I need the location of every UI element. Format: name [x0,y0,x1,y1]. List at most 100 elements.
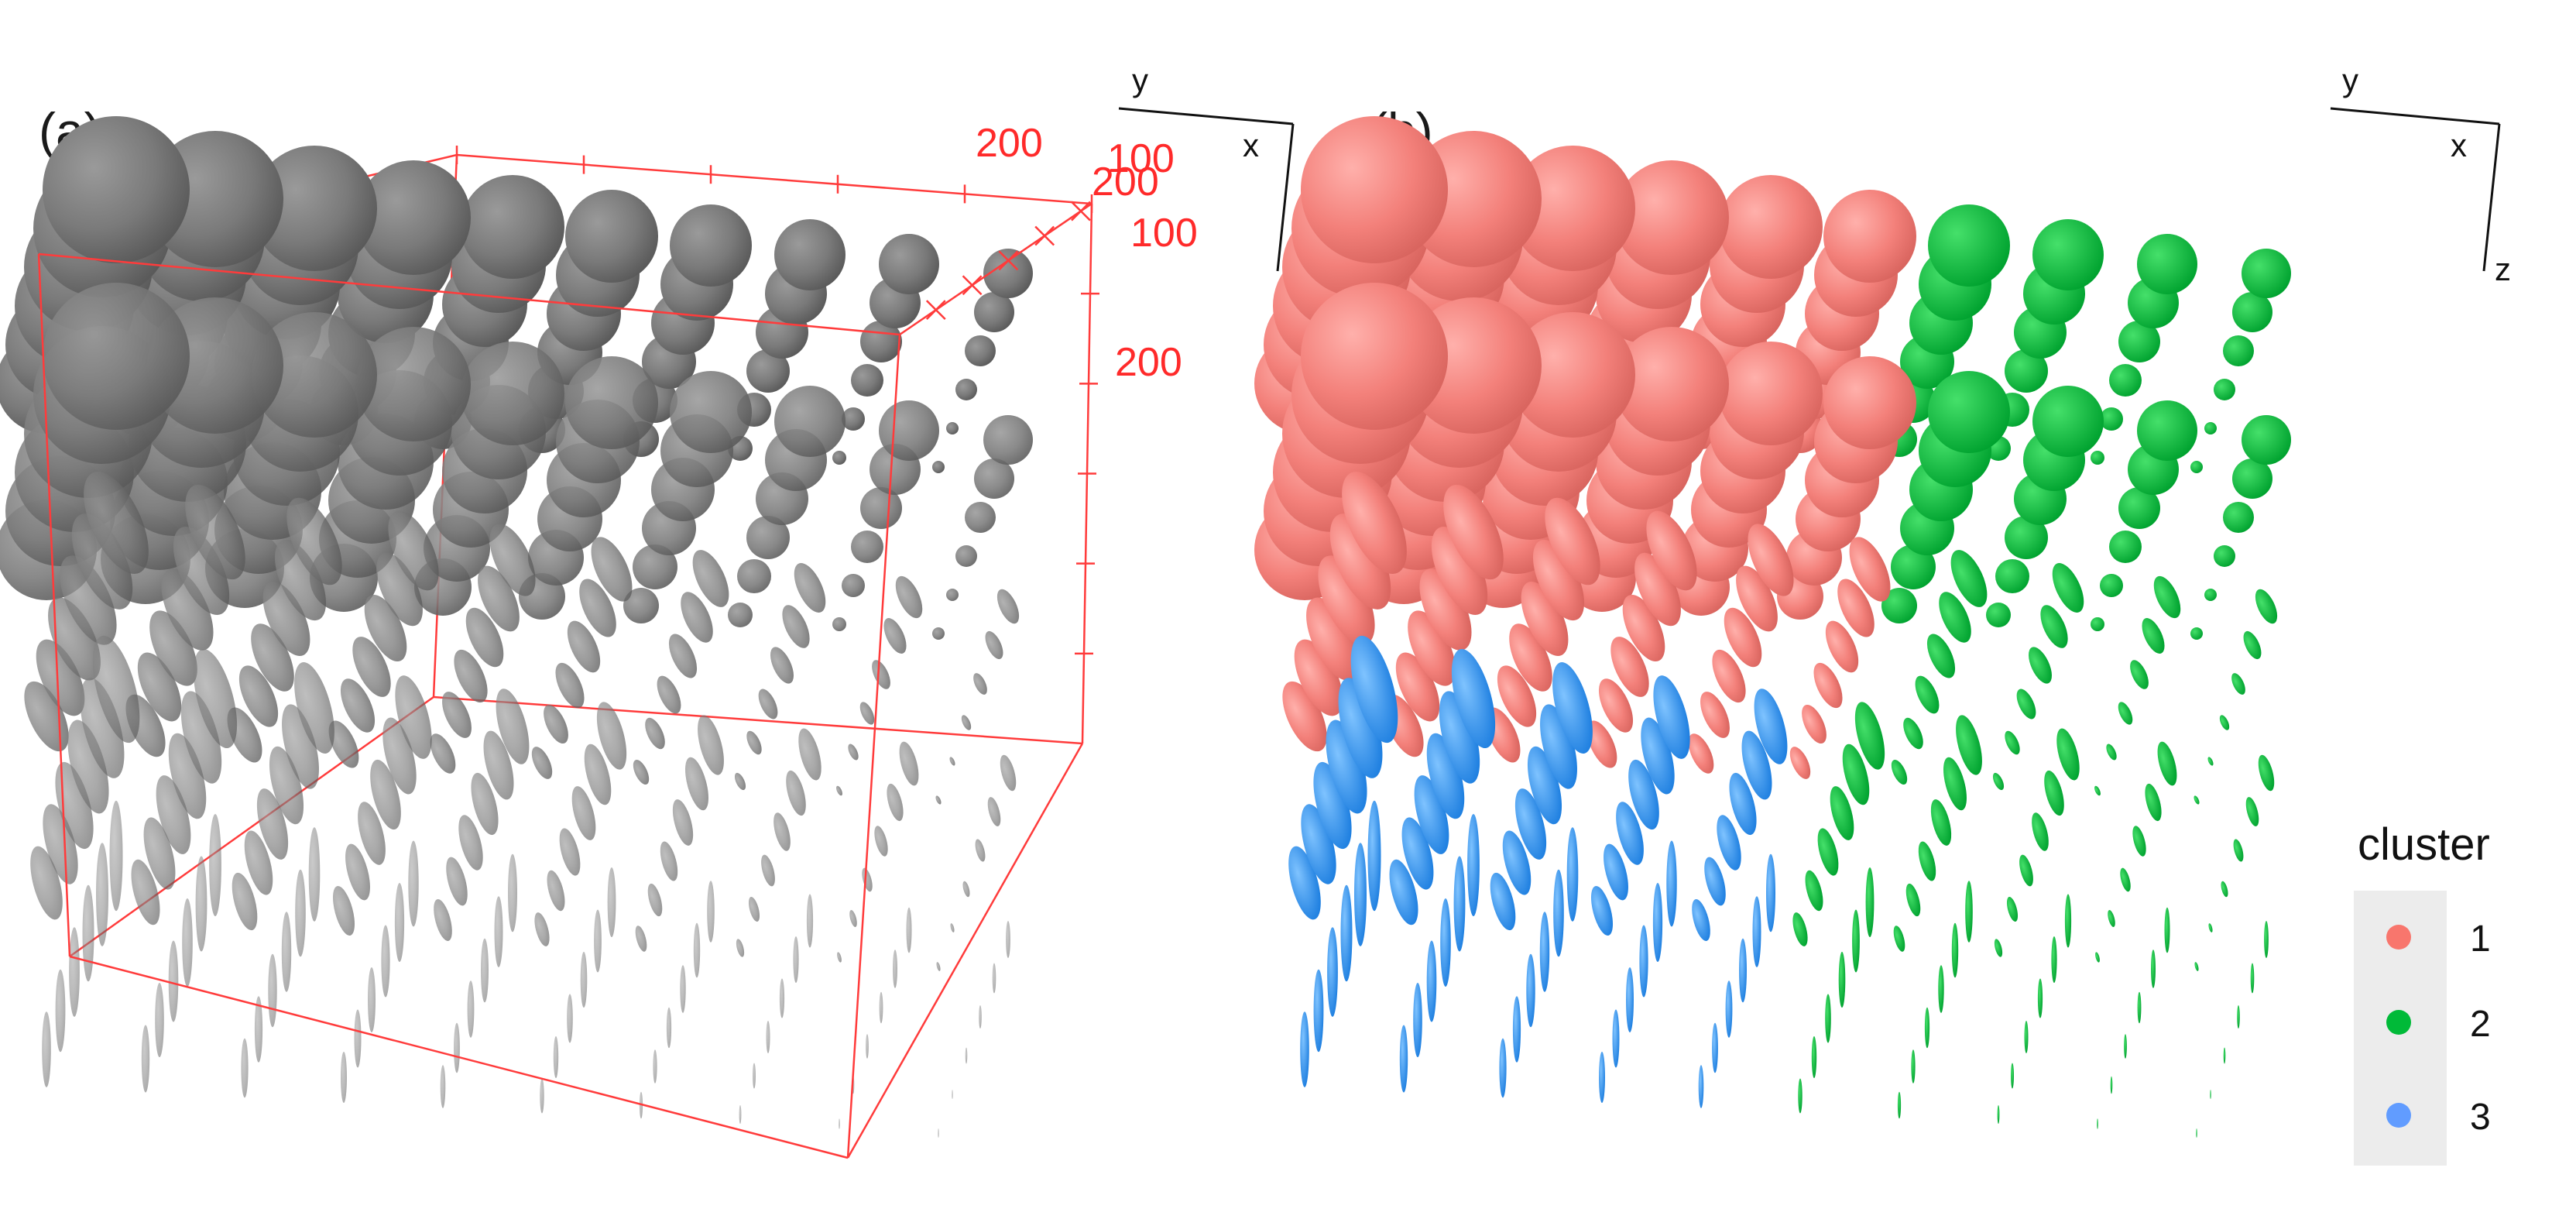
point-cluster-1 [1545,497,1600,586]
legend-label-2: 2 [2470,1004,2491,1045]
point-cluster-1 [1622,594,1665,662]
point-ellipsoid [544,704,568,744]
tick-label-top-back-a: 100 [1107,136,1175,181]
point-cluster-3 [1704,857,1726,906]
point-cluster-3 [1401,817,1434,890]
point-ellipsoid [635,926,647,952]
point-ellipsoid [580,952,588,1008]
point-ellipsoid [559,828,581,876]
point-ellipsoid [832,617,846,631]
point-cluster-2 [2264,921,2269,958]
point-ellipsoid [494,896,503,967]
box-right-bottom [846,743,1084,1159]
point-cluster-2 [2207,757,2214,766]
point-cluster-2 [2097,1118,2098,1129]
point-ellipsoid [534,912,550,946]
point-cluster-3 [1326,719,1367,814]
point-cluster-2 [2091,617,2104,631]
point-ellipsoid [842,574,865,597]
point-ellipsoid [156,775,191,854]
point-cluster-3 [1527,746,1562,825]
point-cluster-1 [1318,555,1375,645]
point-ellipsoid [596,702,627,770]
point-cluster-3 [1552,662,1593,754]
point-ellipsoid [680,965,686,1013]
point-ellipsoid [567,620,601,673]
point-ellipsoid [80,678,125,778]
point-cluster-2 [1915,675,1940,714]
orient-b-y-line [2330,107,2500,125]
point-ellipsoid [657,675,681,714]
point-ellipsoid [779,978,785,1018]
point-ellipsoid [774,219,846,290]
point-cluster-2 [2233,839,2244,862]
point-ellipsoid [55,761,94,850]
point-cluster-3 [1766,853,1775,932]
point-cluster-3 [1512,996,1521,1063]
point-ellipsoid [131,859,160,926]
panel-b: (b) y x z cluster 1 2 3 [1254,62,2511,1166]
point-cluster-2 [2137,234,2197,294]
point-ellipsoid [946,422,959,434]
point-ellipsoid [434,899,452,941]
point-ellipsoid [672,799,694,846]
point-cluster-2 [2016,689,2036,719]
point-ellipsoid [983,249,1033,298]
point-cluster-2 [1852,909,1860,973]
point-ellipsoid [282,704,319,789]
box-left-vertical [37,253,71,957]
point-ellipsoid [294,662,334,754]
point-ellipsoid [442,692,472,738]
point-cluster-2 [2032,386,2104,457]
point-ellipsoid [43,283,190,430]
point-cluster-1 [1748,524,1794,596]
point-cluster-3 [1399,1025,1408,1093]
point-ellipsoid [734,772,746,791]
point-cluster-2 [2214,545,2235,567]
point-cluster-2 [1865,867,1875,937]
point-cluster-2 [2231,673,2245,695]
point-cluster-2 [2108,910,2115,927]
point-cluster-2 [2250,963,2255,994]
point-cluster-1 [1700,692,1730,738]
point-ellipsoid [594,909,602,973]
point-ellipsoid [84,471,149,575]
point-ellipsoid [879,234,939,294]
panel-a: (a) 200 100 200 100 200 [0,62,1302,1159]
point-ellipsoid [758,689,778,719]
point-cluster-2 [1792,912,1808,946]
point-cluster-2 [1893,926,1905,952]
point-ellipsoid [946,589,959,601]
point-cluster-3 [1540,704,1577,789]
point-ellipsoid [832,451,846,465]
point-cluster-2 [1825,994,1831,1043]
box-front-vertical [846,334,901,1159]
point-cluster-3 [1698,1065,1704,1108]
point-cluster-1 [1813,662,1843,709]
point-cluster-1 [1837,579,1875,637]
point-cluster-2 [2255,589,2278,624]
tick-label-top-back-b: 200 [1092,160,1159,204]
point-ellipsoid [773,812,791,851]
point-cluster-2 [2118,321,2160,362]
point-cluster-1 [1614,327,1729,441]
point-cluster-2 [1811,1036,1817,1078]
point-cluster-2 [2044,770,2064,816]
tick-cross [998,250,1019,271]
point-cluster-2 [2032,219,2104,290]
point-ellipsoid [860,487,902,529]
point-cluster-1 [1408,610,1456,686]
point-cluster-2 [2237,1005,2240,1029]
point-cluster-2 [1842,743,1870,805]
point-cluster-1 [1419,568,1472,651]
point-cluster-3 [1717,815,1741,871]
point-cluster-2 [2019,854,2033,887]
point-ellipsoid [496,689,530,764]
point-cluster-2 [2132,826,2146,857]
point-ellipsoid [623,588,659,623]
point-ellipsoid [793,936,799,983]
point-cluster-2 [2118,487,2160,529]
point-cluster-3 [1553,869,1564,957]
point-cluster-1 [1282,681,1327,752]
point-ellipsoid [168,733,207,819]
